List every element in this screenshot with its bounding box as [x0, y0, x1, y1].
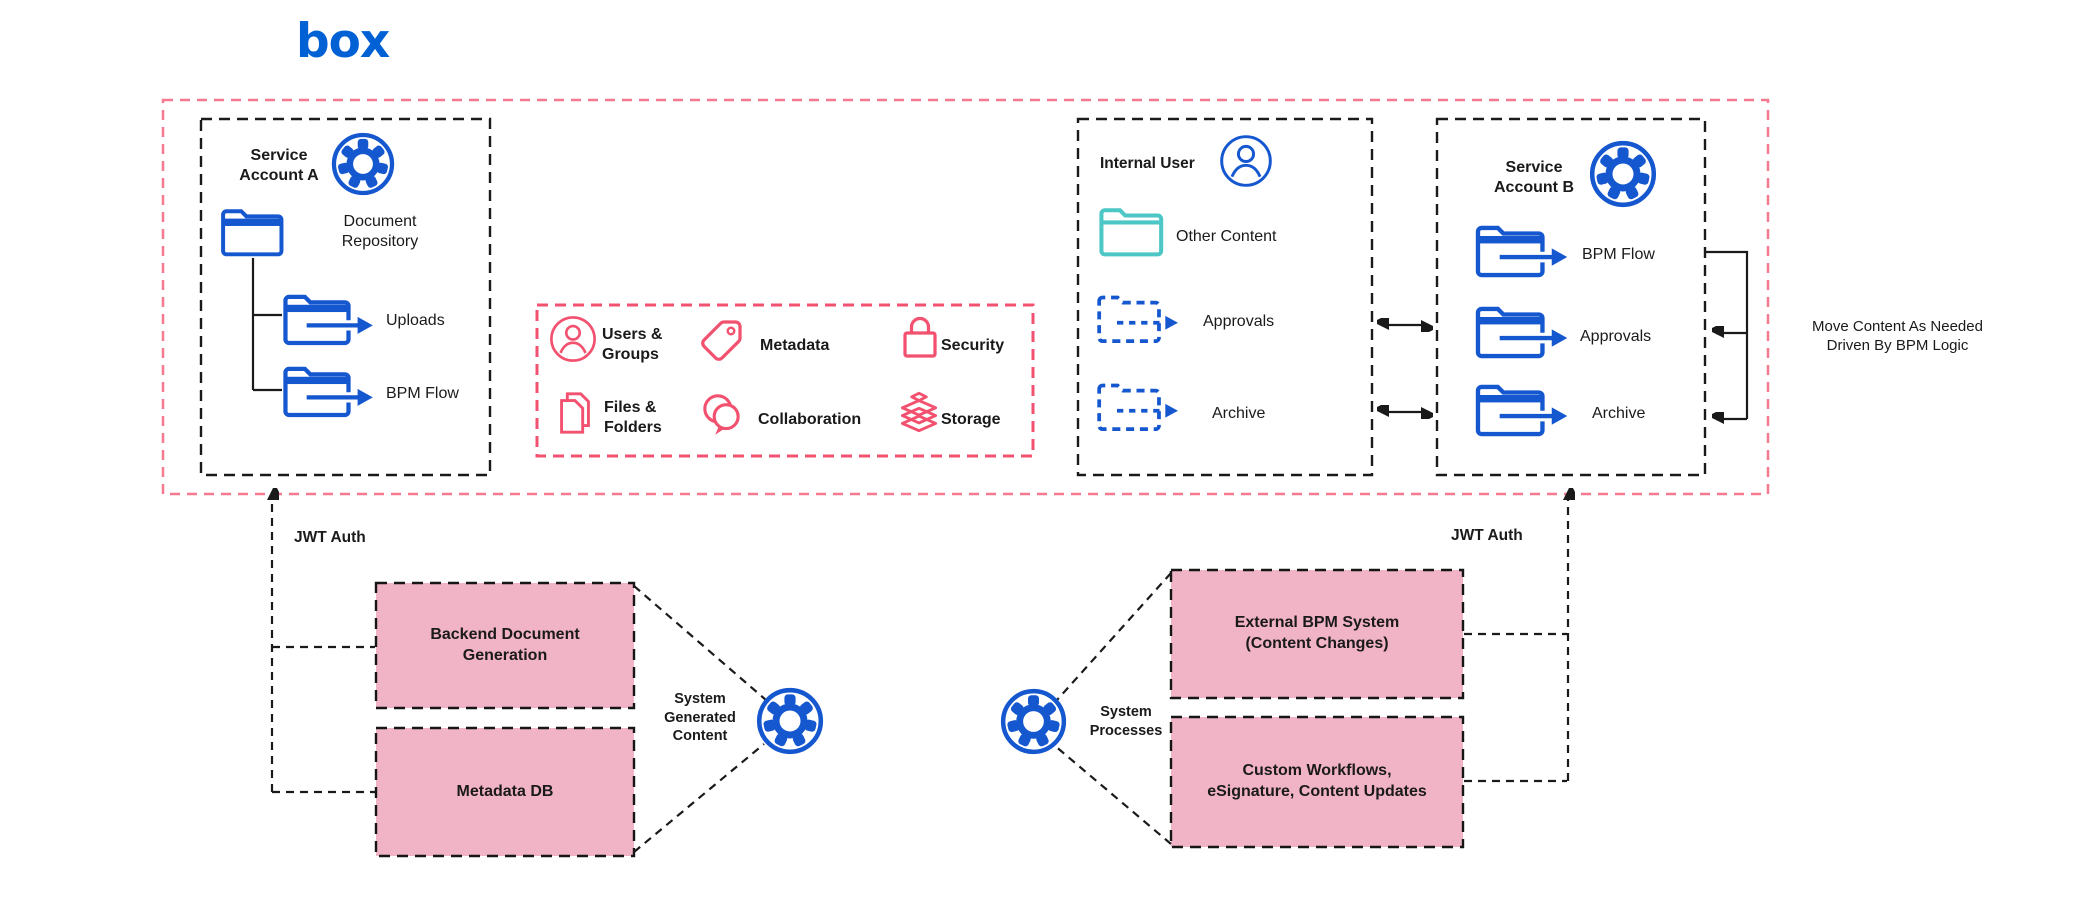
box-logo: box: [296, 14, 390, 69]
other-content-label: Other Content: [1176, 228, 1277, 245]
folder-arrow-icon: [1472, 218, 1572, 280]
archive-label: Archive: [1592, 405, 1646, 422]
service-account-b-title: Service Account B: [1494, 159, 1574, 197]
folder-tree-lines: [251, 258, 282, 392]
teal-folder-icon: [1096, 201, 1166, 259]
gear-icon: [1588, 139, 1658, 209]
move-content-label: Move Content As Needed Driven By BPM Log…: [1812, 318, 1983, 355]
gear-icon: [330, 131, 396, 197]
internal-user-title: Internal User: [1100, 155, 1195, 172]
gear-icon: [755, 686, 825, 756]
files-folders-icon: [551, 388, 599, 440]
security-label: Security: [941, 337, 1005, 354]
service-account-a-title: Service Account A: [239, 147, 319, 185]
move-content-bracket: [1706, 250, 1749, 419]
external-bpm-system-label: External BPM System (Content Changes): [1234, 614, 1400, 652]
files-folders-label: Files & Folders: [604, 399, 662, 437]
jwt-auth-right-label: JWT Auth: [1451, 527, 1523, 544]
metadata-db-label: Metadata DB: [456, 782, 554, 800]
storage-label: Storage: [941, 411, 1001, 428]
service-account-a-panel: [199, 117, 492, 477]
system-processes-label: System Processes: [1089, 704, 1163, 739]
security-lock-icon: [895, 311, 945, 363]
internal-user-panel: [1076, 117, 1374, 477]
backend-document-generation-box: [374, 581, 636, 710]
collaboration-icon: [696, 388, 748, 440]
service-account-b-panel: [1435, 117, 1707, 477]
custom-workflows-label: Custom Workflows, eSignature, Content Up…: [1207, 762, 1427, 800]
approvals-label: Approvals: [1203, 313, 1275, 330]
sync-arrows: [1381, 325, 1429, 412]
external-bpm-system-box: [1169, 568, 1465, 700]
jwt-auth-left-label: JWT Auth: [294, 529, 366, 546]
dashed-folder-icon: [1094, 288, 1186, 346]
approvals-label: Approvals: [1580, 328, 1652, 345]
dashed-folder-icon: [1094, 376, 1186, 434]
folder-arrow-icon: [280, 359, 377, 420]
metadata-label: Metadata: [760, 337, 830, 354]
document-repository-label: Document Repository: [341, 213, 419, 251]
jwt-auth-right-connector: [1053, 492, 1568, 845]
folder-arrow-icon: [1472, 377, 1572, 439]
storage-icon: [893, 386, 945, 440]
backend-document-generation-label: Backend Document Generation: [430, 625, 580, 664]
bpm-flow-label: BPM Flow: [1582, 246, 1655, 263]
users-groups-icon: [549, 315, 597, 363]
jwt-auth-left-connector: [272, 492, 767, 853]
system-generated-content-label: System Generated Content: [664, 691, 736, 745]
person-icon: [1219, 134, 1273, 188]
gear-icon: [999, 687, 1068, 756]
bpm-flow-label: BPM Flow: [386, 385, 459, 402]
collaboration-label: Collaboration: [758, 411, 862, 428]
uploads-label: Uploads: [386, 312, 445, 329]
users-groups-label: Users & Groups: [602, 326, 663, 364]
metadata-tag-icon: [697, 315, 747, 365]
box-platform-container: [161, 98, 1770, 496]
folder-arrow-icon: [1472, 299, 1572, 361]
folder-icon: [218, 202, 286, 259]
archive-label: Archive: [1212, 405, 1266, 422]
custom-workflows-box: [1169, 715, 1465, 849]
folder-arrow-icon: [280, 287, 377, 348]
metadata-db-box: [374, 726, 636, 858]
